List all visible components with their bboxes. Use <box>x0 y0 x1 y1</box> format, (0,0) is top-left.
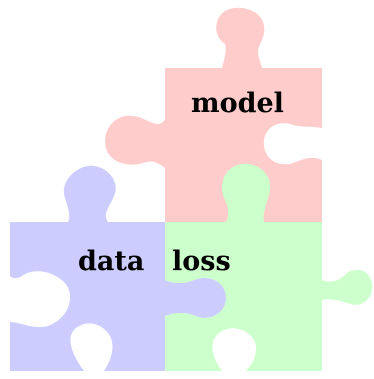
model-piece: model <box>105 7 323 223</box>
data-label: data <box>78 246 144 277</box>
data-piece: data <box>10 165 226 371</box>
loss-label: loss <box>172 246 231 277</box>
model-label: model <box>191 88 284 119</box>
loss-piece: loss <box>165 163 373 371</box>
data-piece-shape <box>10 165 226 371</box>
model-piece-shape <box>105 7 323 223</box>
loss-piece-shape <box>165 163 373 371</box>
